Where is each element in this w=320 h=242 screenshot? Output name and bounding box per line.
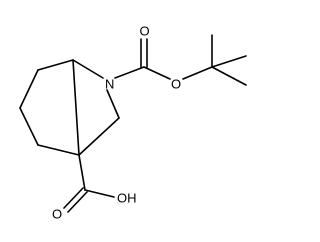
bond-left-lower: [19, 107, 39, 146]
bond-bottom-left: [37, 144, 80, 156]
bond-ester-o-tbutyl: [182, 66, 213, 80]
bond-carbonyl-ester-o: [143, 66, 171, 80]
boc-group-bonds: [114, 34, 247, 86]
bond-bridge: [72, 59, 80, 156]
ring-bonds: [19, 59, 120, 156]
atom-labels: O N O O OH: [52, 24, 181, 222]
bond-bridgehead-n: [72, 59, 104, 79]
atom-label-o-carbonyl-acid: O: [52, 207, 62, 222]
carboxylic-acid-bonds: [63, 154, 115, 213]
bond-n-ch2: [106, 89, 120, 119]
bond-left-upper: [19, 69, 39, 109]
bond-tbutyl-methyl-right-top: [211, 55, 247, 68]
bond-tbutyl-methyl-right-bottom: [211, 66, 247, 86]
chemical-structure: O N O O OH: [19, 24, 247, 222]
atom-label-o-ester: O: [171, 77, 181, 92]
atom-label-n-ring: N: [105, 77, 114, 92]
bond-carboxyl-double-1: [63, 187, 84, 209]
bond-n-carbonyl: [114, 66, 145, 79]
bond-carboxyl-oh: [84, 189, 115, 198]
atom-label-oh-acid: OH: [117, 191, 137, 206]
bond-ch-top-left: [37, 59, 74, 71]
bond-carboxyl-double-2: [67, 191, 88, 213]
bond-quaternary-carboxyl: [78, 154, 86, 191]
atom-label-o-carbonyl-boc: O: [140, 24, 150, 39]
bond-ch2-quaternary: [78, 117, 120, 156]
